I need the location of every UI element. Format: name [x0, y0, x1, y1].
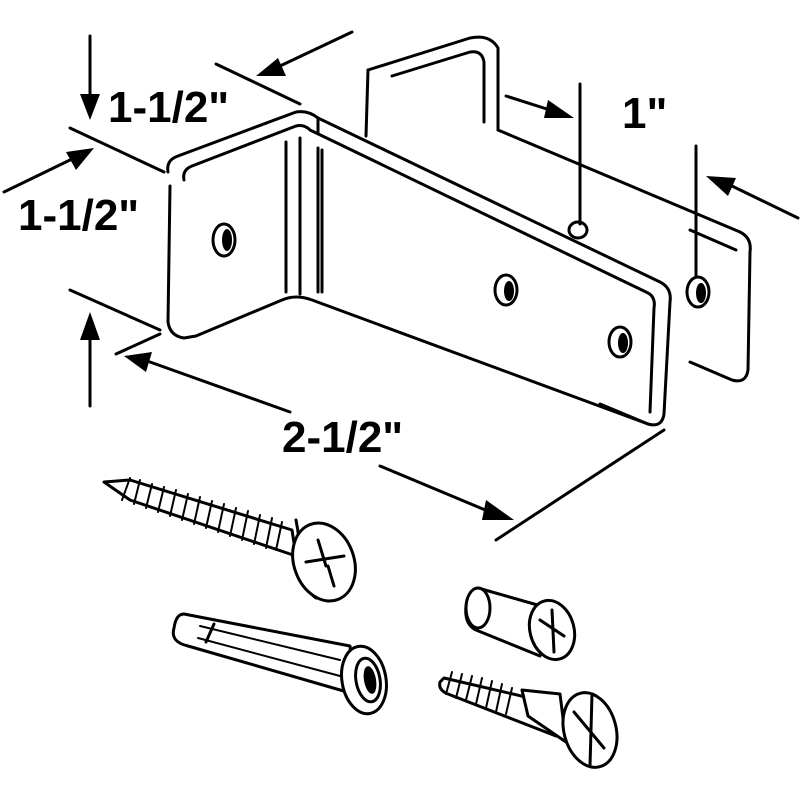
flange-width-label: 1-1/2" [108, 83, 229, 132]
machine-screw-icon [438, 671, 619, 769]
barrel-nut-icon [464, 586, 577, 662]
wall-anchor-icon [171, 612, 388, 716]
bracket-hole-icon [493, 273, 519, 307]
dimension-lines [2, 30, 800, 542]
wood-screw-icon [102, 477, 357, 603]
slot-gap-label: 1" [622, 89, 667, 138]
u-channel-bracket-icon [166, 35, 752, 427]
bracket-hole-icon [211, 222, 237, 258]
bracket-hole-icon [685, 275, 711, 309]
bracket-hole-icon [607, 325, 633, 359]
bracket-hole-icon [567, 220, 589, 240]
length-label: 2-1/2" [282, 413, 403, 462]
flange-height-label: 1-1/2" [18, 191, 139, 240]
